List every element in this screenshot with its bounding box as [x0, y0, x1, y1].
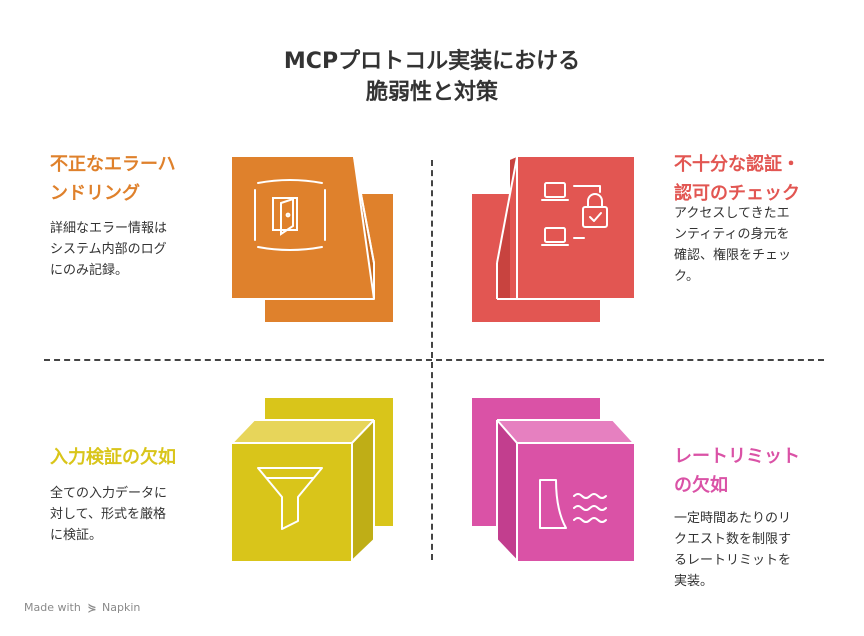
desc-line: 詳細なエラー情報は [50, 221, 168, 236]
desc-line: 対して、形式を厳格 [50, 507, 166, 522]
heading-line: 入力検証の欠如 [50, 447, 176, 468]
desc-line: に検証。 [50, 528, 103, 543]
heading-line: 認可のチェック [674, 183, 800, 204]
desc-line: にのみ記録。 [50, 263, 129, 278]
made-with-footer[interactable]: Made with ⋟ Napkin [24, 601, 140, 614]
lock-icon [541, 182, 608, 246]
funnel-icon [257, 467, 323, 530]
desc-line: システム内部のログ [50, 242, 167, 257]
heading-input-validation: 入力検証の欠如 [50, 443, 176, 472]
desc-line: クエスト数を制限す [674, 532, 792, 547]
napkin-logo-icon: ⋟ [87, 601, 97, 614]
heading-line: レートリミット [674, 446, 800, 467]
desc-line: 実装。 [674, 574, 714, 589]
desc-rate-limit: 一定時間あたりのリ クエスト数を制限す るレートリミットを 実装。 [674, 508, 791, 592]
heading-error-handling: 不正なエラーハ ンドリング [50, 150, 176, 208]
heading-line: 不正なエラーハ [50, 154, 176, 175]
heading-line: 不十分な認証・ [674, 154, 800, 175]
desc-authentication: アクセスしてきたエ ンティティの身元を 確認、権限をチェッ ク。 [674, 203, 791, 287]
desc-line: るレートリミットを [674, 553, 792, 568]
heading-rate-limit: レートリミット の欠如 [674, 442, 800, 500]
page-title-line-1: MCPプロトコル実装における [283, 49, 581, 74]
made-with-label: Made with [24, 601, 81, 614]
cube-authentication [470, 156, 634, 324]
desc-input-validation: 全ての入力データに 対して、形式を厳格 に検証。 [50, 483, 167, 546]
napkin-brand: Napkin [102, 601, 141, 614]
cube-error-handling [232, 156, 395, 324]
heading-authentication: 不十分な認証・ 認可のチェック [674, 150, 800, 208]
desc-line: ンティティの身元を [674, 227, 790, 242]
heading-line: の欠如 [674, 475, 728, 496]
page-title-line-2: 脆弱性と対策 [365, 80, 498, 105]
door-icon [254, 179, 326, 251]
cube-rate-limit [470, 396, 635, 562]
desc-line: 確認、権限をチェッ [674, 248, 792, 263]
wave-dam-icon [539, 479, 607, 529]
desc-line: 一定時間あたりのリ [674, 511, 792, 526]
horizontal-divider [44, 359, 824, 361]
heading-line: ンドリング [50, 183, 140, 204]
cube-input-validation [231, 396, 395, 562]
desc-error-handling: 詳細なエラー情報は システム内部のログ にのみ記録。 [50, 218, 167, 281]
desc-line: アクセスしてきたエ [674, 206, 790, 221]
desc-line: ク。 [674, 269, 699, 284]
desc-line: 全ての入力データに [50, 486, 168, 501]
